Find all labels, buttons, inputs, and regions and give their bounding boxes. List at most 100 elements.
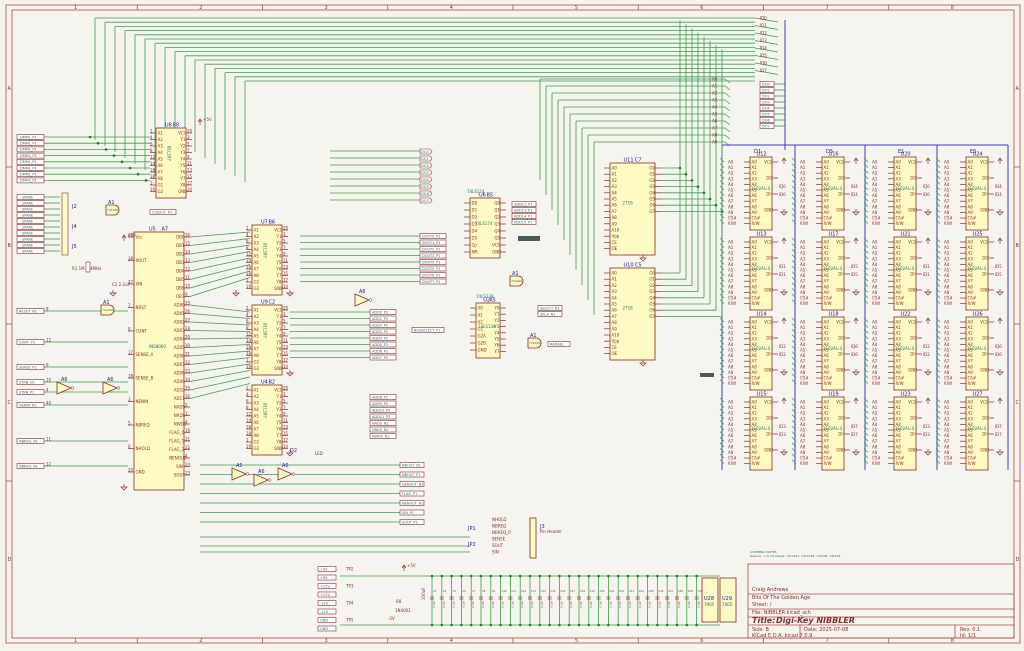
pin-name: Y2 bbox=[275, 401, 281, 406]
wire bbox=[791, 185, 797, 191]
bus-label-addr: A5 bbox=[712, 112, 718, 117]
wire bbox=[724, 99, 731, 105]
wire bbox=[863, 208, 869, 213]
pin-name: GND bbox=[764, 448, 773, 453]
pin-name: O5 bbox=[649, 197, 655, 202]
wire bbox=[863, 323, 869, 328]
ram-pin-label: A1 bbox=[944, 165, 950, 170]
ram-pin-label: A5 bbox=[728, 188, 734, 193]
pin-name: Y4 bbox=[275, 414, 281, 419]
pin-name: R/W bbox=[896, 221, 904, 226]
pin-number: 5 bbox=[283, 239, 286, 244]
pin-name: R/W bbox=[968, 301, 976, 306]
wire bbox=[935, 282, 941, 288]
junction-dot bbox=[567, 623, 571, 627]
pin-number: 3 bbox=[283, 392, 286, 397]
pin-name: A9 bbox=[968, 370, 974, 375]
pin-name: D5 bbox=[472, 236, 478, 241]
junction-dot bbox=[499, 623, 502, 627]
wire bbox=[791, 340, 797, 345]
wire bbox=[863, 163, 869, 168]
junction-dot bbox=[577, 574, 581, 578]
pin-name: A6 bbox=[896, 353, 902, 358]
pin-name: Y1 bbox=[493, 312, 499, 317]
pin-name: CS# bbox=[896, 216, 905, 221]
pin-name: A6 bbox=[752, 193, 758, 198]
pin-name: Q1 bbox=[494, 208, 500, 213]
ram-output-label: ID6 bbox=[995, 344, 1002, 349]
pin-name: CE bbox=[612, 345, 618, 350]
vcc-arrow bbox=[997, 157, 1003, 162]
wire bbox=[189, 363, 251, 374]
power-flag-icon bbox=[997, 397, 1003, 404]
ground-icon bbox=[996, 369, 1004, 376]
wire bbox=[863, 414, 869, 420]
buffer-bubble bbox=[291, 472, 296, 476]
pin-name: A6 bbox=[824, 193, 830, 198]
pin-name: VCC bbox=[764, 400, 773, 405]
pin-name: DI bbox=[838, 352, 842, 357]
pin-name: A5 bbox=[968, 428, 974, 433]
wire bbox=[754, 17, 779, 23]
pin-number: 20 bbox=[187, 129, 193, 134]
wire bbox=[863, 174, 869, 180]
cap-value: 0.1uF bbox=[628, 600, 632, 608]
cap-value: 0.1uF bbox=[461, 600, 465, 608]
buffer-body bbox=[354, 293, 371, 307]
wire bbox=[719, 442, 725, 448]
pin-number: 19 bbox=[246, 444, 252, 449]
pin-name: G1 bbox=[158, 183, 164, 188]
ram-output-label: ID6 bbox=[851, 344, 858, 349]
dout-label: DO7 bbox=[759, 123, 775, 129]
junction-dot bbox=[714, 203, 718, 207]
serial-signal-label: NHOLD bbox=[492, 517, 506, 522]
pin-name: Y6 bbox=[493, 343, 499, 348]
wire bbox=[791, 436, 797, 442]
pin-name: DO bbox=[766, 416, 772, 421]
ic-name: 2102AL-4 bbox=[895, 266, 915, 271]
ram-pin-label: A3 bbox=[800, 256, 806, 261]
junction-dot bbox=[616, 574, 620, 578]
dout-flag-text: DO3 bbox=[421, 171, 429, 175]
input-pin-number: 12 bbox=[46, 338, 52, 343]
ic-value: B6 bbox=[269, 220, 276, 226]
junction-dot bbox=[144, 179, 148, 182]
pin-name: A1 bbox=[254, 228, 260, 233]
ram-pin-label: CS# bbox=[944, 456, 953, 461]
bus-label-id: ID2 bbox=[760, 31, 767, 36]
ic-ref: U20 bbox=[901, 152, 911, 158]
gnd-symbol bbox=[780, 291, 788, 296]
ram-pin-label: A1 bbox=[944, 325, 950, 330]
pin-name: R/W bbox=[752, 381, 760, 386]
pin-name: A0 bbox=[478, 306, 484, 311]
wire bbox=[863, 328, 869, 334]
label-text: ADD4_P2 bbox=[372, 336, 388, 340]
pin-name: A8 bbox=[824, 284, 830, 289]
ram-pin-label: R/W bbox=[944, 301, 952, 306]
ic-ref: U21 bbox=[901, 232, 911, 238]
wire bbox=[863, 408, 869, 414]
wire bbox=[791, 379, 797, 384]
cap-ref: C25 bbox=[649, 589, 654, 593]
cap-ref: C8 bbox=[482, 589, 486, 593]
ram-pin-label: A0 bbox=[800, 160, 806, 165]
pin-number: 25 bbox=[185, 301, 191, 306]
wire bbox=[863, 368, 869, 373]
ram-pin-label: A5 bbox=[872, 428, 878, 433]
wire bbox=[791, 442, 797, 448]
ram-pin-label: A8 bbox=[872, 444, 878, 449]
ram-output-label: ID7 bbox=[995, 432, 1002, 437]
pin-number: 13 bbox=[187, 168, 193, 173]
pin-name: Cp bbox=[472, 243, 478, 248]
label-text: NRDS_N2 bbox=[372, 428, 389, 432]
wire bbox=[935, 328, 941, 334]
ram-pin-label: CS# bbox=[800, 376, 809, 381]
pin-name: DI bbox=[838, 272, 842, 277]
pin-name: VCC bbox=[908, 320, 917, 325]
pin-name: Q0 bbox=[494, 201, 500, 206]
pin-name: GND bbox=[908, 368, 917, 373]
junction-dot bbox=[646, 623, 649, 627]
power-flag-icon bbox=[925, 237, 931, 244]
ic-name: 74LS174 bbox=[475, 221, 493, 226]
